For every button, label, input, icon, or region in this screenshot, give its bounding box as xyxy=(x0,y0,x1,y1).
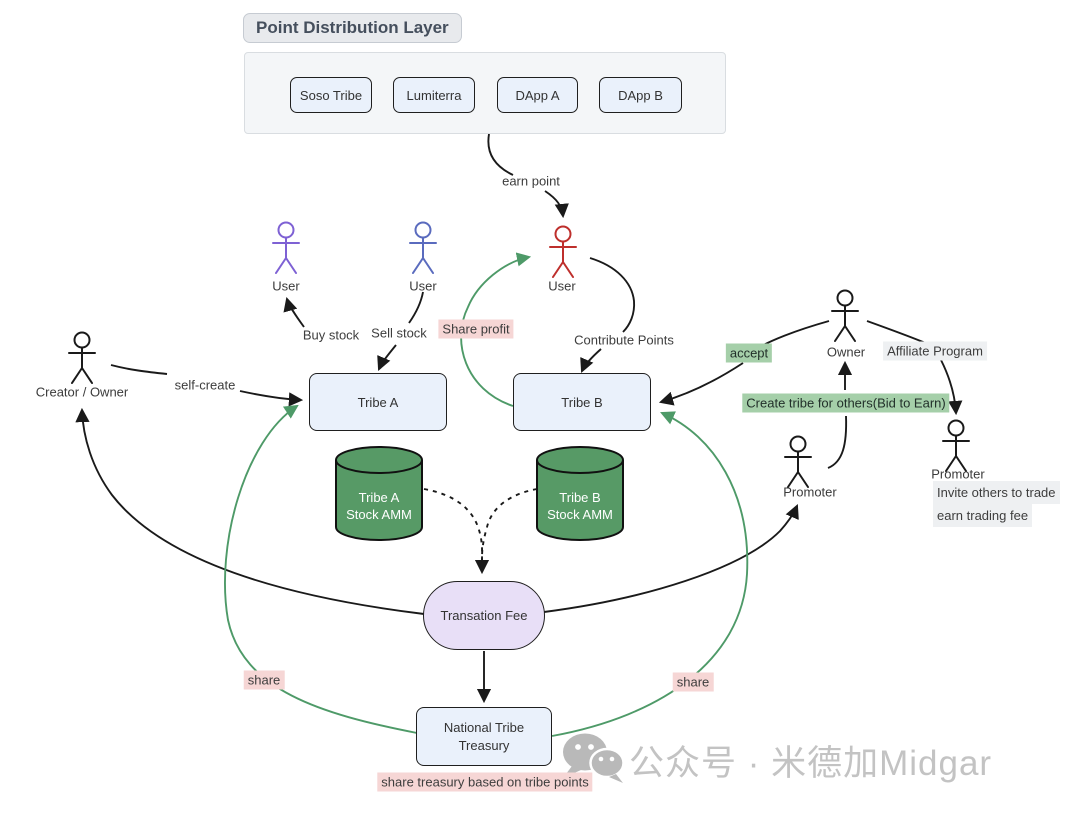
amm-a-cylinder xyxy=(335,446,423,541)
node-transaction-fee: Transation Fee xyxy=(423,581,545,650)
edge-self-create-b xyxy=(239,390,304,407)
node-national-tribe-treasury: National Tribe Treasury xyxy=(416,707,552,766)
black-edges xyxy=(75,133,963,704)
node-dapp-a: DApp A xyxy=(497,77,578,113)
treasury-line2: Treasury xyxy=(458,737,510,753)
edge-label-affiliate-program: Affiliate Program xyxy=(883,341,987,361)
node-tribe-a: Tribe A xyxy=(309,373,447,431)
edge-share-left xyxy=(224,404,418,734)
creator-owner-label: Creator / Owner xyxy=(35,384,129,400)
edge-fee-to-creator xyxy=(75,407,425,615)
edge-label-self-create: self-create xyxy=(174,377,236,393)
edge-label-share-profit: Share profit xyxy=(438,319,514,339)
edge-label-earn-point: earn point xyxy=(502,173,560,189)
user-c-icon xyxy=(549,225,577,278)
edge-buy-stock xyxy=(283,296,305,328)
user-b-label: User xyxy=(409,278,437,294)
edge-earn-point-b xyxy=(544,190,569,219)
amm-cylinders xyxy=(335,446,624,541)
invite-line2: earn trading fee xyxy=(933,504,1033,527)
edge-fee-to-promoter xyxy=(543,504,799,613)
owner-label: Owner xyxy=(826,344,866,360)
promoter-left-icon xyxy=(784,435,812,488)
dashed-edges xyxy=(423,488,538,575)
edge-earn-point-a xyxy=(487,133,514,176)
invite-line1: Invite others to trade xyxy=(933,481,1060,504)
creator-owner-icon xyxy=(68,331,96,384)
amm-b-label: Tribe B Stock AMM xyxy=(535,489,625,523)
edge-label-share-treasury: share treasury based on tribe points xyxy=(377,772,593,792)
edge-label-sell-stock: Sell stock xyxy=(371,325,427,341)
edge-label-contribute-points: Contribute Points xyxy=(574,332,674,348)
edge-accept-b xyxy=(658,362,744,406)
edge-affiliate-b xyxy=(940,359,963,416)
edge-create-tribe-a xyxy=(827,415,848,469)
edge-label-share-left: share xyxy=(243,670,285,690)
treasury-line1: National Tribe xyxy=(443,719,525,735)
edge-sell-stock-a xyxy=(408,291,424,324)
node-soso-tribe: Soso Tribe xyxy=(290,77,372,113)
page-title: Point Distribution Layer xyxy=(243,13,462,43)
edge-sell-stock-b xyxy=(377,344,397,371)
promoter-right-label: Promoter xyxy=(931,466,985,482)
node-dapp-b: DApp B xyxy=(599,77,682,113)
promoter-right-icon xyxy=(942,419,970,472)
promoter-left-label: Promoter xyxy=(783,484,837,500)
edge-amm-b-fee xyxy=(481,488,538,559)
amm-b-line1: Tribe B xyxy=(559,490,601,505)
amm-a-line1: Tribe A xyxy=(358,490,400,505)
edge-amm-a-fee xyxy=(423,488,484,561)
user-a-label: User xyxy=(272,278,300,294)
node-lumiterra: Lumiterra xyxy=(393,77,475,113)
user-b-icon xyxy=(409,221,437,274)
edge-share-right xyxy=(551,411,749,737)
amm-b-line2: Stock AMM xyxy=(547,507,613,522)
edge-label-buy-stock: Buy stock xyxy=(302,327,360,343)
watermark-text: 公众号 · 米德加Midgar xyxy=(629,744,993,783)
invite-annotation: Invite others to trade earn trading fee xyxy=(933,481,1060,527)
edge-self-create-a xyxy=(110,364,168,375)
amm-a-label: Tribe A Stock AMM xyxy=(334,489,424,523)
edge-contribute-b xyxy=(580,348,602,373)
edge-label-share-right: share xyxy=(672,672,714,692)
edge-label-accept: accept xyxy=(725,343,773,363)
edge-contribute-a xyxy=(589,257,636,333)
wechat-icon xyxy=(563,733,625,783)
edge-share-profit xyxy=(460,252,532,407)
user-c-label: User xyxy=(548,278,576,294)
node-tribe-b: Tribe B xyxy=(513,373,651,431)
user-a-icon xyxy=(272,221,300,274)
owner-icon xyxy=(831,289,859,342)
edge-label-create-tribe: Create tribe for others(Bid to Earn) xyxy=(742,393,950,413)
amm-b-cylinder xyxy=(536,446,624,541)
green-edges xyxy=(224,252,749,737)
amm-a-line2: Stock AMM xyxy=(346,507,412,522)
